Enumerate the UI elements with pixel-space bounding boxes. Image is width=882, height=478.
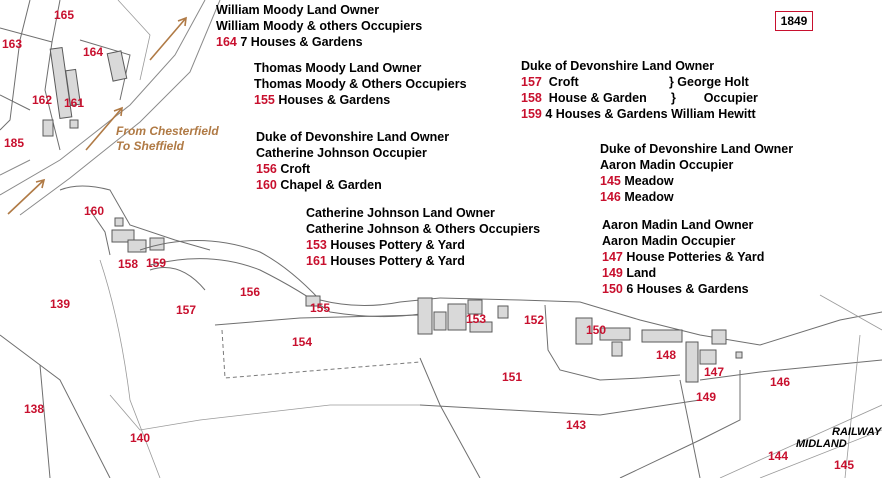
info-line: Thomas Moody Land Owner (254, 61, 422, 75)
info-line: 164 7 Houses & Gardens (216, 35, 363, 49)
plot-number[interactable]: 144 (768, 449, 789, 463)
plot-number[interactable]: 164 (83, 45, 104, 59)
info-line: Catherine Johnson Land Owner (306, 206, 495, 220)
plot-number[interactable]: 155 (310, 301, 331, 315)
plot-number[interactable]: 138 (24, 402, 45, 416)
info-line: Aaron Madin Occupier (602, 234, 736, 248)
info-block-catherine-johnson: Catherine Johnson Land Owner Catherine J… (306, 205, 540, 269)
info-line: 146 Meadow (600, 190, 674, 204)
plot-number[interactable]: 147 (704, 365, 725, 379)
info-line: 155 Houses & Gardens (254, 93, 391, 107)
railway-label-line1: RAILWAY (832, 426, 882, 438)
info-line: 161 Houses Pottery & Yard (306, 254, 465, 268)
info-line: Duke of Devonshire Land Owner (256, 130, 450, 144)
plot-number[interactable]: 140 (130, 431, 151, 445)
info-line: William Moody & others Occupiers (216, 19, 423, 33)
info-line: 145 Meadow (600, 174, 674, 188)
info-block-devonshire-johnson: Duke of Devonshire Land Owner Catherine … (256, 129, 449, 193)
plot-number[interactable]: 154 (292, 335, 313, 349)
plot-number[interactable]: 149 (696, 390, 717, 404)
plot-number[interactable]: 148 (656, 348, 677, 362)
info-line: Catherine Johnson & Others Occupiers (306, 222, 541, 236)
info-line: 147 House Potteries & Yard (602, 250, 765, 264)
info-line: Aaron Madin Occupier (600, 158, 734, 172)
road-label: From Chesterfield To Sheffield (116, 124, 219, 154)
info-line: Thomas Moody & Others Occupiers (254, 77, 467, 91)
plot-number[interactable]: 143 (566, 418, 587, 432)
info-block-william-moody: William Moody Land Owner William Moody &… (216, 2, 422, 50)
info-line: Aaron Madin Land Owner (602, 218, 754, 232)
info-line: 157 Croft } George Holt (521, 75, 749, 89)
plot-number[interactable]: 139 (50, 297, 71, 311)
info-block-devonshire-madin: Duke of Devonshire Land Owner Aaron Madi… (600, 141, 793, 205)
info-line: William Moody Land Owner (216, 3, 380, 17)
info-line: Duke of Devonshire Land Owner (600, 142, 794, 156)
plot-number[interactable]: 163 (2, 37, 23, 51)
info-line: Catherine Johnson Occupier (256, 146, 427, 160)
info-line: 159 4 Houses & Gardens William Hewitt (521, 107, 756, 121)
year-badge: 1849 (775, 11, 813, 31)
plot-number[interactable]: 159 (146, 256, 167, 270)
plot-number[interactable]: 150 (586, 323, 607, 337)
road-label-to: To Sheffield (116, 139, 185, 153)
road-label-from: From Chesterfield (116, 124, 219, 138)
info-block-thomas-moody: Thomas Moody Land Owner Thomas Moody & O… (254, 60, 467, 108)
info-line: 150 6 Houses & Gardens (602, 282, 749, 296)
info-line: 149 Land (602, 266, 657, 280)
plot-number[interactable]: 145 (834, 458, 855, 472)
plot-number[interactable]: 156 (240, 285, 261, 299)
info-line: 158 House & Garden } Occupier (521, 91, 758, 105)
railway-label-line2: MIDLAND (796, 438, 847, 450)
info-line: 160 Chapel & Garden (256, 178, 382, 192)
plot-number[interactable]: 146 (770, 375, 791, 389)
info-line: Duke of Devonshire Land Owner (521, 59, 715, 73)
plot-number[interactable]: 153 (466, 312, 487, 326)
plot-number[interactable]: 157 (176, 303, 197, 317)
plot-number[interactable]: 185 (4, 136, 25, 150)
plot-number[interactable]: 160 (84, 204, 105, 218)
plot-number[interactable]: 151 (502, 370, 523, 384)
info-line: 156 Croft (256, 162, 311, 176)
plot-number[interactable]: 152 (524, 313, 545, 327)
plot-number[interactable]: 161 (64, 96, 85, 110)
plot-number[interactable]: 162 (32, 93, 53, 107)
plot-number[interactable]: 158 (118, 257, 139, 271)
info-block-aaron-madin: Aaron Madin Land Owner Aaron Madin Occup… (602, 217, 764, 297)
info-line: 153 Houses Pottery & Yard (306, 238, 465, 252)
plot-number[interactable]: 165 (54, 8, 75, 22)
info-block-devonshire-holt-hewitt: Duke of Devonshire Land Owner 157 Croft … (521, 58, 758, 122)
